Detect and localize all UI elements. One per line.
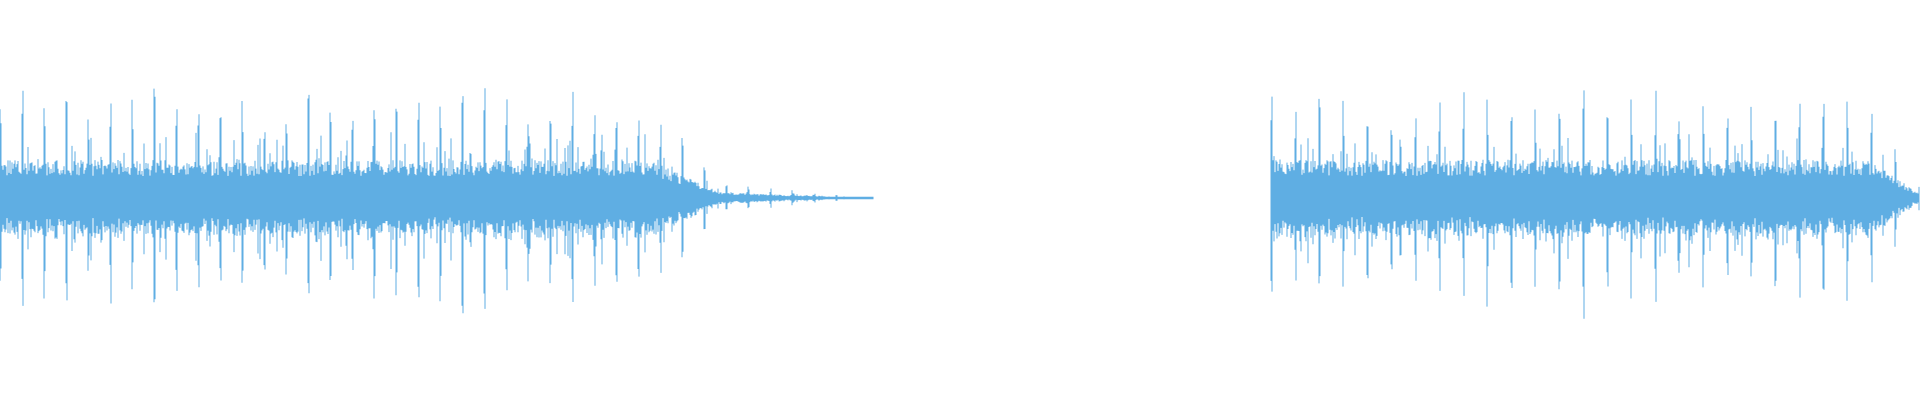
- waveform-tail-dot-1: [860, 197, 862, 199]
- waveform-tail-dot-2: [870, 197, 872, 199]
- waveform-paths: [0, 88, 1920, 319]
- waveform-core-clip-2: [1271, 184, 1880, 212]
- waveform-core-clip-1: [0, 184, 680, 212]
